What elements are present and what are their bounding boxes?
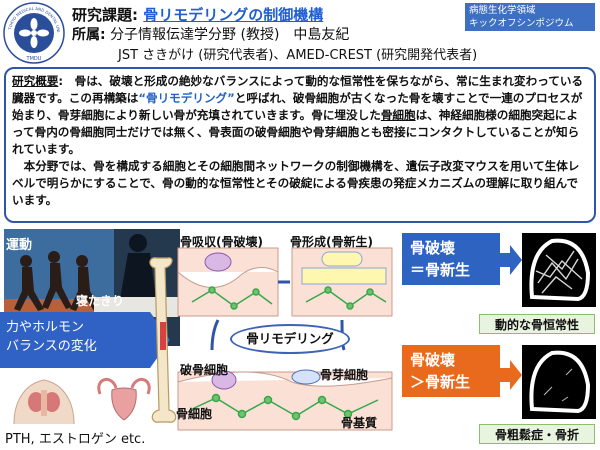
balanced-line-2: ＝骨新生 [410,261,471,279]
homeostasis-label: 動的な骨恒常性 [479,314,595,334]
title-label: 研究課題: [72,6,138,24]
summary-paragraph-2: 本分野では、骨を構成する細胞とその細胞間ネットワークの制御機構を、遺伝子改変マウ… [12,159,580,207]
arrow-right-icon [500,245,522,275]
summary-text-a: : 骨は、破壊と形成の絶妙なバランスによって動的な恒常性を保ちながら、常に生まれ… [12,74,584,105]
affiliation-value: 分子情報伝達学分野 (教授) 中島友紀 [110,27,350,43]
excess-line-2: ＞骨新生 [410,373,471,391]
summary-osteocyte: 骨細胞 [380,108,416,122]
femur-icon [149,257,177,423]
summary-label: 研究概要 [12,74,59,88]
research-summary: 研究概要: 骨は、破壊と形成の絶妙なバランスによって動的な恒常性を保ちながら、常… [4,67,596,223]
osteocyte-label: 骨細胞 [176,407,213,421]
excess-resorption-box: 骨破壊 ＞骨新生 [402,345,500,397]
osteoclast-label: 破骨細胞 [180,363,229,377]
formation-label: 骨形成(骨新生) [290,235,373,249]
remodeling-label: 骨リモデリング [230,324,350,354]
remodeling-diagram [177,247,393,431]
osteoblast-label: 骨芽細胞 [320,368,369,382]
summary-text-d: は、神経細胞様の細胞突起によって骨内の骨細胞同士だけでは無く、骨表面の破骨細胞や… [12,108,580,156]
funding-line: JST さきがけ (研究代表者)、AMED-CREST (研究開発代表者) [118,48,478,63]
university-logo: TOKYO MEDICAL AND DENTAL UNIVERSITY TMDU [3,2,65,64]
bone-matrix-label: 骨基質 [341,416,378,430]
arrow-right-icon [500,360,522,390]
logo-abbrev: TMDU [26,56,42,62]
balance-change-text: 力やホルモン バランスの変化 [6,318,166,356]
balanced-state-box: 骨破壊 ＝骨新生 [402,233,500,285]
healthy-bone-microct [522,233,596,307]
summary-text-b: と呼ばれ、破骨細胞が古くなった骨を壊すことで一連のプロセスが始まり、骨芽細胞によ… [12,91,583,122]
symposium-line-2: キックオフシンポジウム [469,18,574,29]
resorption-label: 骨吸収(骨破壊) [180,235,263,249]
symposium-line-1: 病態生化学領域 [469,5,536,16]
balance-arrow-banner [0,312,170,368]
thyroid-uterus-illustration [13,378,151,424]
bedridden-label: 寝たきり [76,294,125,308]
summary-term: “骨リモデリング” [138,91,235,105]
balance-line-2: バランスの変化 [6,339,97,354]
affiliation: 所属: 分子情報伝達学分野 (教授) 中島友紀 [72,24,349,44]
symposium-badge: 病態生化学領域 キックオフシンポジウム [465,3,595,31]
title-value: 骨リモデリングの制御機構 [143,6,324,24]
research-title: 研究課題: 骨リモデリングの制御機構 [72,4,323,25]
affiliation-label: 所属: [72,27,106,43]
hormones-label: PTH, エストロゲン etc. [5,432,146,447]
balance-line-1: 力やホルモン [6,320,85,335]
osteoporosis-label: 骨粗鬆症・骨折 [479,424,595,444]
osteoporotic-bone-microct [522,345,596,419]
excess-line-1: 骨破壊 [410,351,456,369]
summary-paragraph-1: 研究概要: 骨は、破壊と形成の絶妙なバランスによって動的な恒常性を保ちながら、常… [12,73,588,158]
exercise-label: 運動 [6,238,33,253]
balanced-line-1: 骨破壊 [410,239,456,257]
